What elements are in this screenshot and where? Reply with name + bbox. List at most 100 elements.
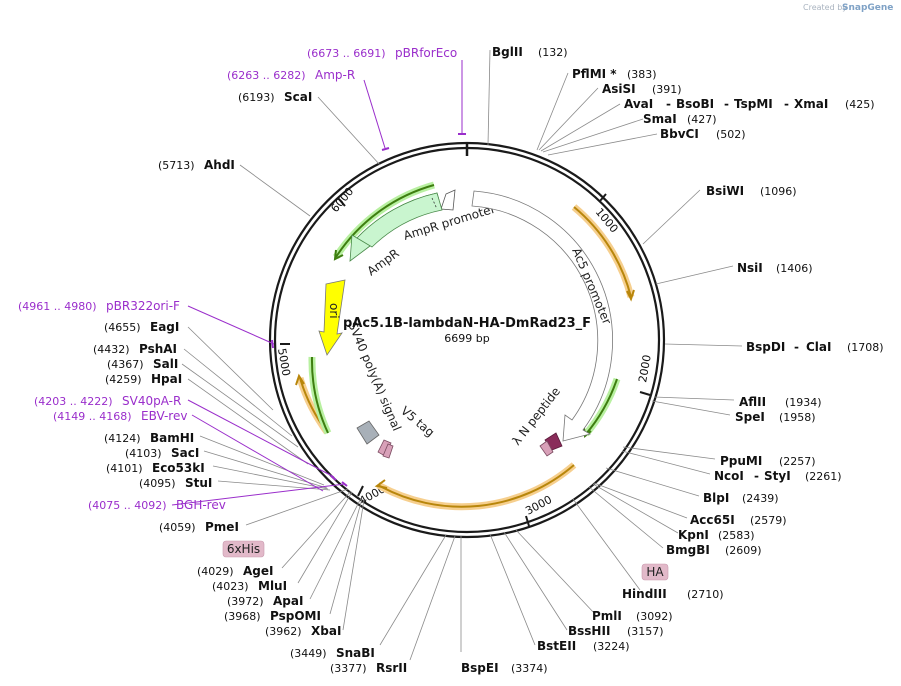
primer-name: EBV-rev — [141, 409, 187, 423]
orf-arcs — [295, 181, 635, 511]
enzyme-name: AgeI — [243, 564, 273, 578]
enzyme-name: BspEI — [461, 661, 499, 675]
enzyme-name: PspOMI — [270, 609, 321, 623]
enzyme-name: BstEII — [537, 639, 576, 653]
enzyme-pos: (4655) — [104, 321, 141, 334]
enzyme-name: BsiWI — [706, 184, 744, 198]
enzyme-pos: (3374) — [511, 662, 548, 675]
enzyme-pos: (4432) — [93, 343, 130, 356]
enzyme-name: ScaI — [284, 90, 312, 104]
enzyme-pos: (3224) — [593, 640, 630, 653]
enzyme-pos: (2583) — [718, 529, 755, 542]
enzyme-name: BbvCI — [660, 127, 699, 141]
enzyme-pos: (4367) — [107, 358, 144, 371]
enzyme-pos: (2609) — [725, 544, 762, 557]
enzyme-labels: BglII (132) PflMI * (383) AsiSI (391) Av… — [93, 45, 884, 675]
enzyme-name: StuI — [185, 476, 212, 490]
created-by-label: Created by — [803, 3, 847, 12]
enzyme-pos: (1096) — [760, 185, 797, 198]
enzyme-name: PshAI — [139, 342, 177, 356]
enzyme-name: SalI — [153, 357, 178, 371]
enzyme-name: SacI — [171, 446, 199, 460]
enzyme-name: SpeI — [735, 410, 765, 424]
tick-6000: 6000 — [328, 185, 356, 215]
enzyme-pos: (4124) — [104, 432, 141, 445]
enzyme-pos: (3157) — [627, 625, 664, 638]
ori-label: ori — [327, 303, 341, 319]
enzyme-pos: (427) — [687, 113, 717, 126]
badge-6xhis: 6xHis — [222, 540, 265, 558]
enzyme-separator: - — [784, 97, 789, 111]
enzyme-pos: (2710) — [687, 588, 724, 601]
snapgene-logo-text: SnapGene — [842, 3, 893, 13]
badge-ha: HA — [641, 563, 669, 581]
enzyme-name: AsiSI — [602, 82, 636, 96]
primer-range: (4203 .. 4222) — [34, 395, 113, 408]
enzyme-name: HindIII — [622, 587, 667, 601]
enzyme-pos: (6193) — [238, 91, 275, 104]
enzyme-name: SnaBI — [336, 646, 375, 660]
enzyme-pos: (4029) — [197, 565, 234, 578]
enzyme-pos: (4095) — [139, 477, 176, 490]
enzyme-pos: (3449) — [290, 647, 327, 660]
enzyme-name: BspDI — [746, 340, 785, 354]
enzyme-pos: (391) — [652, 83, 682, 96]
enzyme-pos: (5713) — [158, 159, 195, 172]
enzyme-name: RsrII — [376, 661, 407, 675]
enzyme-pos: (1708) — [847, 341, 884, 354]
enzyme-separator: - — [794, 340, 799, 354]
enzyme-name: StyI — [764, 469, 791, 483]
enzyme-pos: (3972) — [227, 595, 264, 608]
enzyme-pos: (3377) — [330, 662, 367, 675]
enzyme-name: BssHII — [568, 624, 610, 638]
enzyme-pos: (2579) — [750, 514, 787, 527]
enzyme-pos: (2257) — [779, 455, 816, 468]
enzyme-name: ApaI — [273, 594, 303, 608]
enzyme-name: BlpI — [703, 491, 729, 505]
sv40-polya-label: SV40 poly(A) signal — [345, 320, 404, 433]
enzyme-pos: (4103) — [125, 447, 162, 460]
enzyme-pos: (2439) — [742, 492, 779, 505]
primer-name: pBRforEco — [395, 46, 457, 60]
enzyme-name: Eco53kI — [152, 461, 205, 475]
tick-5000: 5000 — [275, 347, 293, 377]
primer-leaders — [171, 60, 466, 506]
enzyme-name: SmaI — [643, 112, 677, 126]
plasmid-backbone — [268, 141, 666, 539]
enzyme-pos: (1958) — [779, 411, 816, 424]
enzyme-pos: (1934) — [785, 396, 822, 409]
enzyme-pos: (132) — [538, 46, 568, 59]
enzyme-name: PpuMI — [720, 454, 762, 468]
primer-range: (6263 .. 6282) — [227, 69, 306, 82]
enzyme-name: AhdI — [204, 158, 235, 172]
enzyme-name: NcoI — [714, 469, 744, 483]
primer-name: pBR322ori-F — [106, 299, 180, 313]
enzyme-name: KpnI — [678, 528, 709, 542]
enzyme-name: HpaI — [151, 372, 182, 386]
primer-range: (6673 .. 6691) — [307, 47, 386, 60]
enzyme-name: XbaI — [311, 624, 341, 638]
plasmid-size: 6699 bp — [444, 332, 489, 345]
feature-ori: ori — [318, 279, 346, 356]
enzyme-name: EagI — [150, 320, 179, 334]
enzyme-name: MluI — [258, 579, 287, 593]
enzyme-pos: (4059) — [159, 521, 196, 534]
enzyme-name: AflII — [739, 395, 766, 409]
enzyme-name: PflMI * — [572, 67, 617, 81]
enzyme-name: BmgBI — [666, 543, 710, 557]
ampr-label: AmpR — [365, 246, 402, 278]
primer-name: BGH-rev — [176, 498, 226, 512]
ac5-promoter-label: Ac5 promoter — [569, 246, 614, 327]
primer-range: (4961 .. 4980) — [18, 300, 97, 313]
enzyme-pos: (425) — [845, 98, 875, 111]
enzyme-pos: (4259) — [105, 373, 142, 386]
enzyme-pos: (383) — [627, 68, 657, 81]
tick-2000: 2000 — [636, 354, 654, 384]
primer-range: (4075 .. 4092) — [88, 499, 167, 512]
enzyme-separator: - — [666, 97, 671, 111]
enzyme-name: NsiI — [737, 261, 763, 275]
enzyme-pos: (4101) — [106, 462, 143, 475]
enzyme-pos: (1406) — [776, 262, 813, 275]
primer-name: Amp-R — [315, 68, 355, 82]
